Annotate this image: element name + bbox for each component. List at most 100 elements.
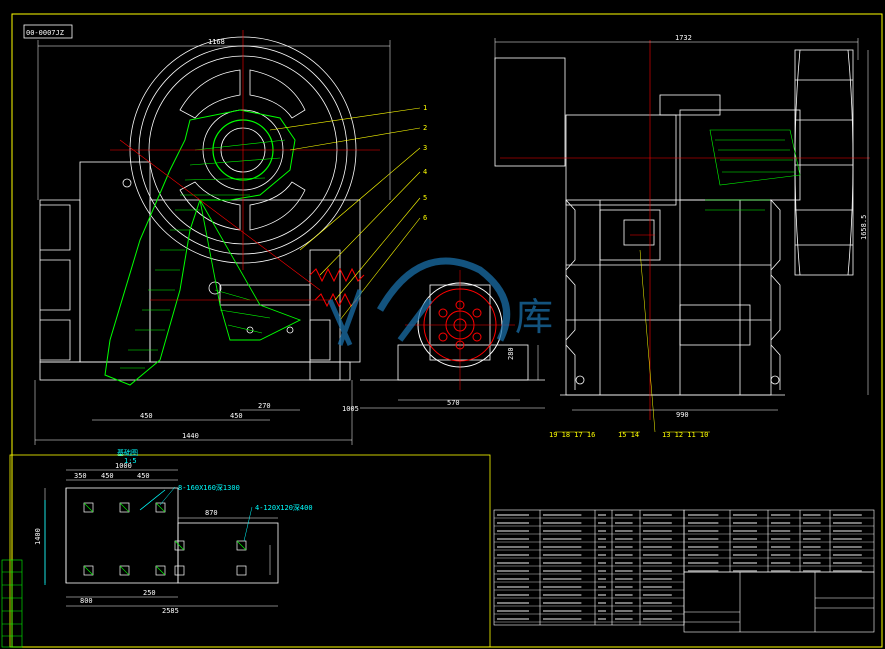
parts-cell-text [598, 578, 606, 580]
foundation-title: 基础图 [117, 448, 138, 457]
parts-cell-text [643, 514, 672, 516]
parts-cell-text [833, 570, 862, 572]
parts-cell-text [615, 530, 633, 532]
parts-cell-text [688, 562, 719, 564]
parts-cell-text [733, 554, 757, 556]
callout-3: 3 [423, 144, 427, 152]
parts-cell-text [615, 522, 633, 524]
foundation-holes [83, 502, 247, 576]
parts-cell-text [733, 562, 757, 564]
parts-cell-text [771, 562, 791, 564]
parts-cell-text [543, 618, 582, 620]
parts-cell-text [688, 522, 719, 524]
parts-cell-text [643, 562, 672, 564]
fdim-bottom-a: 800 [80, 597, 93, 605]
parts-cell-text [615, 602, 633, 604]
callout-6: 6 [423, 214, 427, 222]
front-callouts: 1 2 3 4 5 6 [423, 104, 427, 222]
right-view [494, 49, 854, 396]
foundation-section-arrows [44, 489, 166, 585]
parts-cell-text [733, 546, 757, 548]
drawing-code: 00-0007JZ [26, 29, 64, 37]
parts-cell-text [497, 570, 529, 572]
parts-cell-text [543, 610, 582, 612]
revision-strip [1, 559, 23, 648]
parts-cell-text [543, 602, 582, 604]
parts-cell-text [598, 618, 606, 620]
callout-2: 2 [423, 124, 427, 132]
parts-cell-text [803, 562, 821, 564]
front-dimensions [34, 40, 391, 445]
parts-cell-text [543, 546, 582, 548]
parts-cell-text [803, 514, 821, 516]
parts-cell-text [833, 514, 862, 516]
fdim-left-height: 1400 [34, 528, 42, 545]
parts-cell-text [643, 618, 672, 620]
parts-cell-text [643, 554, 672, 556]
parts-cell-text [803, 522, 821, 524]
parts-cell-text [803, 554, 821, 556]
side-dimensions [360, 345, 545, 409]
parts-cell-text [598, 602, 606, 604]
parts-cell-text [733, 530, 757, 532]
parts-cell-text [833, 562, 862, 564]
parts-cell-text [598, 514, 606, 516]
foundation-scale: 1:5 [124, 457, 137, 465]
parts-cell-text [733, 538, 757, 540]
parts-list-rows [494, 517, 874, 623]
parts-cell-text [803, 546, 821, 548]
parts-cell-text [497, 522, 529, 524]
parts-cell-text [771, 538, 791, 540]
parts-cell-text [497, 514, 529, 516]
parts-cell-text [643, 586, 672, 588]
foundation-view [9, 454, 491, 648]
callout-5: 5 [423, 194, 427, 202]
parts-cell-text [598, 538, 606, 540]
parts-cell-text [643, 530, 672, 532]
parts-cell-text [833, 554, 862, 556]
note-2-leader [243, 506, 253, 542]
parts-cell-text [598, 562, 606, 564]
foundation-hole-marks [83, 502, 247, 576]
right-labels-left: 19 18 17 16 [549, 431, 595, 439]
parts-cell-text [543, 570, 582, 572]
parts-cell-text [543, 594, 582, 596]
parts-cell-text [615, 562, 633, 564]
parts-cell-text [598, 610, 606, 612]
parts-cell-text [497, 586, 529, 588]
parts-cell-text [803, 570, 821, 572]
parts-cell-text [688, 530, 719, 532]
fdim-bottom-b: 250 [143, 589, 156, 597]
parts-cell-text [543, 530, 582, 532]
parts-cell-text [688, 546, 719, 548]
parts-cell-text [643, 578, 672, 580]
parts-list-cells [497, 514, 862, 620]
parts-cell-text [733, 570, 757, 572]
parts-cell-text [543, 538, 582, 540]
parts-cell-text [771, 530, 791, 532]
fdim-b: 450 [101, 472, 114, 480]
code-box [23, 24, 73, 39]
parts-cell-text [615, 578, 633, 580]
parts-cell-text [615, 538, 633, 540]
front-view [39, 36, 361, 381]
parts-cell-text [615, 610, 633, 612]
side-centerlines [405, 270, 515, 390]
parts-cell-text [497, 578, 529, 580]
tension-spring [309, 267, 365, 308]
note-1-leader [159, 486, 176, 506]
right-labels-mid: 15 14 [618, 431, 639, 439]
right-dim-top: 1732 [675, 34, 692, 42]
parts-cell-text [771, 546, 791, 548]
parts-cell-text [688, 554, 719, 556]
fdim-c: 450 [137, 472, 150, 480]
parts-cell-text [497, 562, 529, 564]
parts-cell-text [543, 562, 582, 564]
parts-cell-text [598, 530, 606, 532]
foundation-dimensions [44, 469, 278, 607]
parts-cell-text [615, 514, 633, 516]
parts-cell-text [833, 546, 862, 548]
callout-1: 1 [423, 104, 427, 112]
parts-cell-text [643, 594, 672, 596]
parts-cell-text [598, 570, 606, 572]
